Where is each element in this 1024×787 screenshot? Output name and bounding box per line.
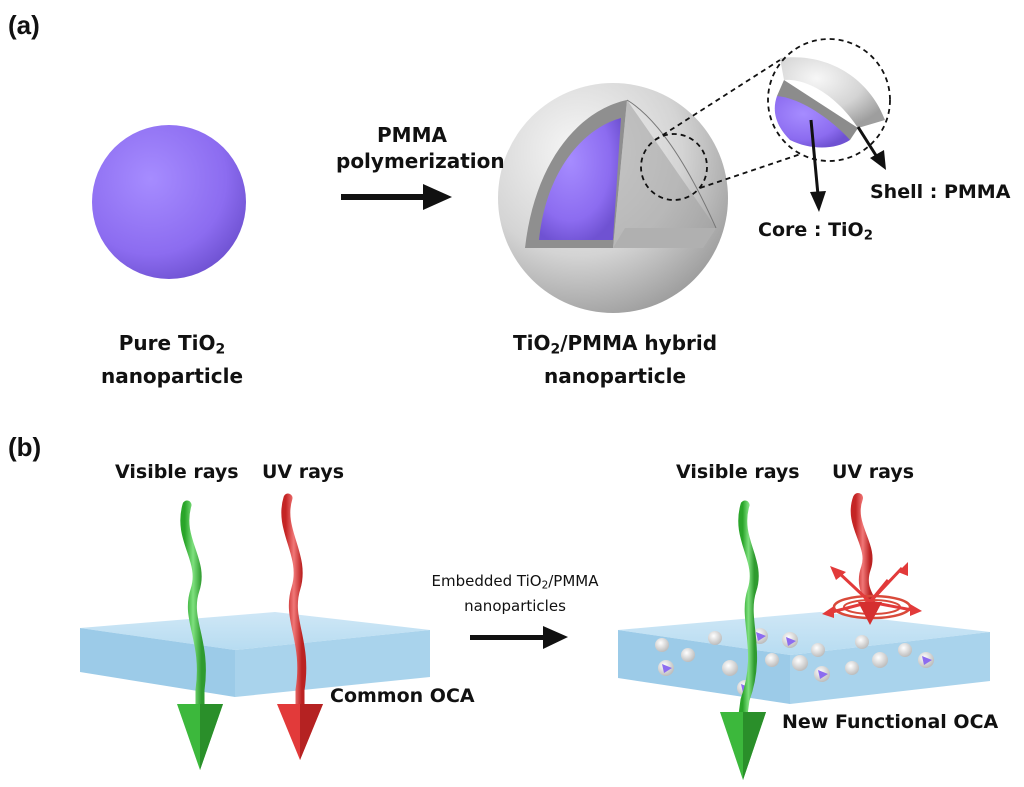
visible-rays-label-right: Visible rays xyxy=(676,461,800,483)
pure-particle-sub: 2 xyxy=(215,341,226,358)
panel-b-label: (b) xyxy=(8,432,42,462)
process-arrow-a xyxy=(341,184,452,210)
common-oca-slab xyxy=(80,612,430,697)
common-oca-label: Common OCA xyxy=(330,685,475,707)
visible-rays-label-left: Visible rays xyxy=(115,461,239,483)
visible-ray-left xyxy=(177,500,223,770)
uv-rays-label-right: UV rays xyxy=(832,461,915,483)
process-b-line1a: Embedded TiO xyxy=(431,572,542,590)
process-label-a: PMMA polymerization xyxy=(336,122,505,174)
uv-ray-left xyxy=(277,493,323,760)
hybrid-particle xyxy=(498,83,728,313)
hybrid-particle-label: TiO2/PMMA hybrid nanoparticle xyxy=(490,330,740,389)
pure-particle-line2: nanoparticle xyxy=(100,363,244,388)
core-pointer-arrow xyxy=(809,119,826,212)
process-b-line1b: /PMMA xyxy=(548,572,599,590)
core-label-text: Core : TiO xyxy=(758,219,864,241)
core-label: Core : TiO2 xyxy=(758,218,873,248)
process-label-a-line2: polymerization xyxy=(336,149,505,173)
visible-ray-right xyxy=(720,500,766,780)
pure-tio2-sphere xyxy=(92,125,246,279)
panel-a-label: (a) xyxy=(8,10,40,40)
core-label-sub: 2 xyxy=(863,228,873,244)
pure-particle-label: Pure TiO2 nanoparticle xyxy=(92,330,252,389)
hybrid-line1b: /PMMA hybrid xyxy=(560,331,718,355)
process-b-sub: 2 xyxy=(541,579,549,592)
functional-oca-label: New Functional OCA xyxy=(782,711,999,733)
process-b-line2: nanoparticles xyxy=(464,596,566,615)
hybrid-line1a: TiO xyxy=(512,331,551,355)
process-label-b: Embedded TiO2/PMMA nanoparticles xyxy=(405,571,625,616)
process-arrow-b xyxy=(470,626,568,649)
uv-ray-right-scattered xyxy=(822,493,922,625)
pure-particle-line1: Pure TiO xyxy=(118,331,216,355)
hybrid-line2: nanoparticle xyxy=(543,363,687,388)
functional-oca-slab xyxy=(618,612,990,704)
uv-rays-label-left: UV rays xyxy=(262,461,345,483)
process-label-a-line1: PMMA xyxy=(377,123,447,147)
hybrid-sub: 2 xyxy=(550,341,561,358)
shell-pointer-arrow xyxy=(856,126,886,170)
shell-label: Shell : PMMA xyxy=(870,181,1011,203)
